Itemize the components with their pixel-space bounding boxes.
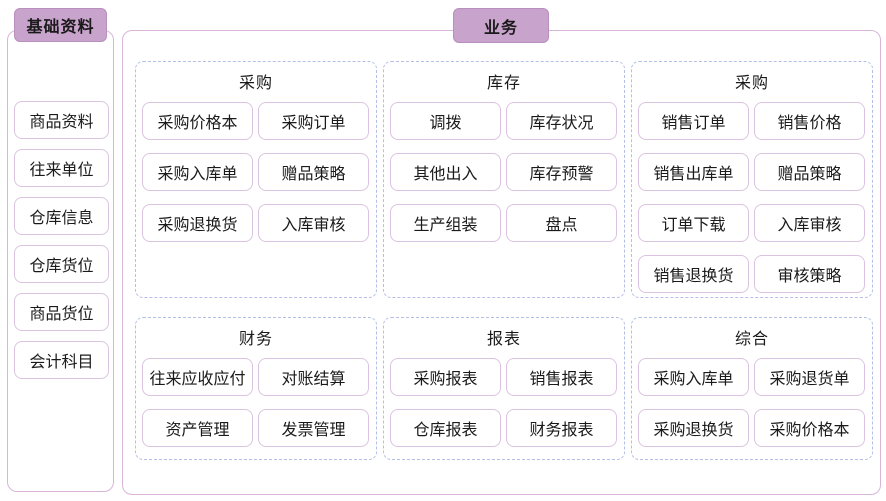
sidebar-item-label: 商品货位 — [29, 306, 94, 323]
sidebar-item-label: 商品资料 — [29, 114, 94, 131]
module-tile: 对账结算 — [258, 358, 369, 396]
group-tiles: 调拨 库存状况 其他出入 库存预警 生产组装 盘点 — [384, 95, 624, 242]
module-tile: 调拨 — [390, 102, 501, 140]
module-tile: 采购价格本 — [754, 409, 865, 447]
sidebar-item-list: 商品资料 往来单位 仓库信息 仓库货位 商品货位 会计科目 — [14, 101, 109, 379]
module-tile: 入库审核 — [258, 204, 369, 242]
module-tile: 赠品策略 — [754, 153, 865, 191]
module-tile: 仓库报表 — [390, 409, 501, 447]
sidebar-item-label: 往来单位 — [29, 162, 94, 179]
module-tile: 采购入库单 — [638, 358, 749, 396]
sidebar-title: 基础资料 — [26, 19, 95, 36]
sidebar-item-product-slots: 商品货位 — [14, 293, 109, 331]
sidebar-item-warehouse-info: 仓库信息 — [14, 197, 109, 235]
main-header-tab: 业务 — [453, 8, 549, 43]
module-tile: 其他出入 — [390, 153, 501, 191]
module-tile: 销售订单 — [638, 102, 749, 140]
module-tile: 生产组装 — [390, 204, 501, 242]
group-composite: 综合 采购入库单 采购退货单 采购退换货 采购价格本 — [631, 317, 873, 460]
group-inventory: 库存 调拨 库存状况 其他出入 库存预警 生产组装 盘点 — [383, 61, 625, 298]
module-tile: 发票管理 — [258, 409, 369, 447]
sidebar-item-contact-units: 往来单位 — [14, 149, 109, 187]
module-tile: 往来应收应付 — [142, 358, 253, 396]
module-tile: 采购退换货 — [142, 204, 253, 242]
sidebar-item-label: 仓库信息 — [29, 210, 94, 227]
sidebar-item-label: 仓库货位 — [29, 258, 94, 275]
group-tiles: 采购入库单 采购退货单 采购退换货 采购价格本 — [632, 351, 872, 447]
module-tile: 订单下载 — [638, 204, 749, 242]
module-tile: 采购退换货 — [638, 409, 749, 447]
group-finance: 财务 往来应收应付 对账结算 资产管理 发票管理 — [135, 317, 377, 460]
module-tile: 库存预警 — [506, 153, 617, 191]
module-tile: 销售报表 — [506, 358, 617, 396]
module-tile: 入库审核 — [754, 204, 865, 242]
group-title: 采购 — [734, 75, 769, 92]
group-tiles: 往来应收应付 对账结算 资产管理 发票管理 — [136, 351, 376, 447]
module-tile: 销售退换货 — [638, 255, 749, 293]
module-tile: 采购订单 — [258, 102, 369, 140]
group-tiles: 采购报表 销售报表 仓库报表 财务报表 — [384, 351, 624, 447]
sidebar-item-product-data: 商品资料 — [14, 101, 109, 139]
main-panel: 采购 采购价格本 采购订单 采购入库单 赠品策略 采购退换货 入库审核 库存 调… — [122, 30, 881, 495]
main-title: 业务 — [483, 19, 518, 37]
group-title: 采购 — [238, 75, 273, 92]
module-tile: 赠品策略 — [258, 153, 369, 191]
group-title: 报表 — [486, 331, 521, 348]
sidebar-item-label: 会计科目 — [29, 354, 94, 371]
module-tile: 审核策略 — [754, 255, 865, 293]
group-tiles: 销售订单 销售价格 销售出库单 赠品策略 订单下载 入库审核 销售退换货 审核策… — [632, 95, 872, 293]
group-title: 财务 — [238, 331, 273, 348]
group-tiles: 采购价格本 采购订单 采购入库单 赠品策略 采购退换货 入库审核 — [136, 95, 376, 242]
group-sales: 采购 销售订单 销售价格 销售出库单 赠品策略 订单下载 入库审核 销售退换货 … — [631, 61, 873, 298]
group-reports: 报表 采购报表 销售报表 仓库报表 财务报表 — [383, 317, 625, 460]
module-tile: 销售价格 — [754, 102, 865, 140]
module-tile: 库存状况 — [506, 102, 617, 140]
sidebar-panel: 商品资料 往来单位 仓库信息 仓库货位 商品货位 会计科目 — [7, 30, 114, 492]
module-tile: 销售出库单 — [638, 153, 749, 191]
group-title: 库存 — [486, 75, 521, 92]
sidebar-header-tab: 基础资料 — [14, 8, 107, 42]
sidebar-item-account-subjects: 会计科目 — [14, 341, 109, 379]
module-tile: 资产管理 — [142, 409, 253, 447]
module-tile: 盘点 — [506, 204, 617, 242]
module-tile: 财务报表 — [506, 409, 617, 447]
module-tile: 采购退货单 — [754, 358, 865, 396]
group-grid: 采购 采购价格本 采购订单 采购入库单 赠品策略 采购退换货 入库审核 库存 调… — [135, 61, 873, 460]
group-title: 综合 — [734, 331, 769, 348]
module-tile: 采购报表 — [390, 358, 501, 396]
sidebar-item-warehouse-slots: 仓库货位 — [14, 245, 109, 283]
module-tile: 采购入库单 — [142, 153, 253, 191]
module-tile: 采购价格本 — [142, 102, 253, 140]
group-purchase: 采购 采购价格本 采购订单 采购入库单 赠品策略 采购退换货 入库审核 — [135, 61, 377, 298]
